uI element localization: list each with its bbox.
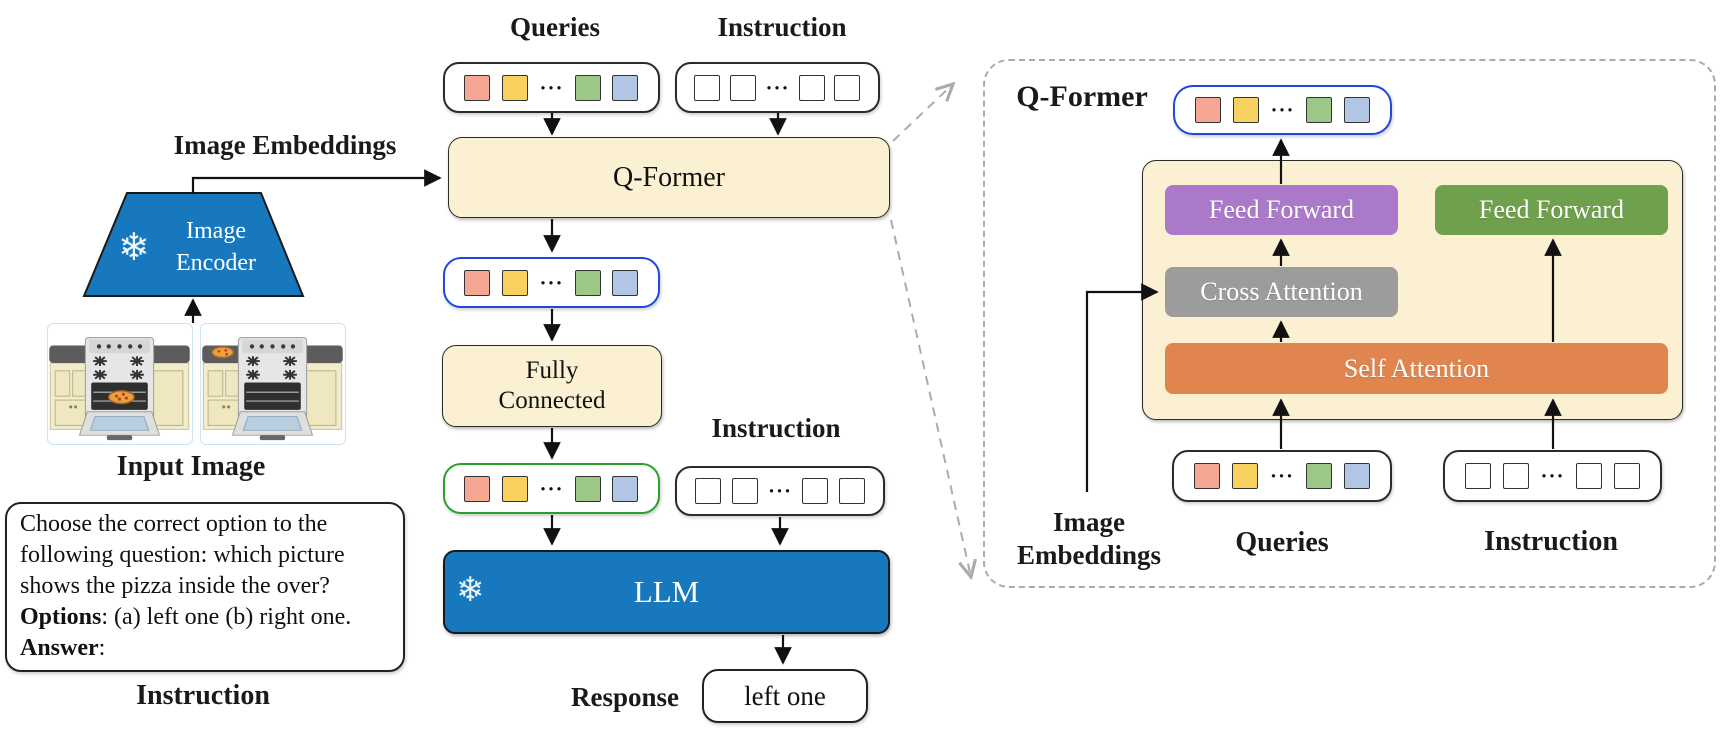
query-token — [501, 74, 528, 101]
feed-forward-left-label: Feed Forward — [1208, 195, 1355, 224]
query-token — [574, 475, 601, 502]
ellipsis: ··· — [1270, 98, 1295, 122]
cross-attention-label: Cross Attention — [1200, 277, 1363, 306]
instruction-token-box-top: ··· — [675, 62, 880, 113]
fully-connected-box: Fully Connected — [442, 345, 662, 427]
instruction-token — [1464, 463, 1491, 489]
query-token — [501, 269, 528, 296]
pizza-on-counter — [211, 346, 235, 359]
feed-forward-right-label: Feed Forward — [1478, 195, 1625, 224]
query-token — [1231, 463, 1258, 489]
qformer-box-label: Q-Former — [613, 161, 725, 193]
panel-queries-token-box: ··· — [1172, 450, 1392, 502]
instruction-bottom-label: Instruction — [136, 680, 270, 711]
instruction-token — [798, 74, 825, 101]
feed-forward-right-box: Feed Forward — [1435, 185, 1668, 235]
ellipsis: ··· — [765, 75, 790, 100]
query-token — [612, 475, 639, 502]
instruction-token — [1576, 463, 1603, 489]
qformer-panel — [983, 59, 1716, 588]
image-embeddings-label: Image Embeddings — [173, 130, 397, 160]
self-attention-box: Self Attention — [1165, 343, 1668, 394]
instruction-token — [1502, 463, 1529, 489]
self-attention-label: Self Attention — [1343, 353, 1490, 383]
instruction-token — [802, 478, 829, 504]
panel-instruction-label: Instruction — [1484, 526, 1618, 557]
query-token — [1306, 97, 1333, 123]
snowflake-icon: ❄ — [456, 572, 485, 609]
query-token — [1194, 97, 1221, 123]
instruction-token-box-mid: ··· — [675, 466, 885, 516]
fully-connected-label: Fully Connected — [498, 357, 606, 414]
instruction-top-label: Instruction — [717, 12, 847, 42]
query-token — [464, 269, 491, 296]
qformer-panel-title: Q-Former — [1016, 80, 1148, 113]
input-image-left — [47, 323, 193, 445]
qformer-box: Q-Former — [448, 137, 890, 218]
answer-label: Answer — [20, 635, 99, 661]
response-box: left one — [702, 669, 868, 723]
ellipsis: ··· — [1540, 464, 1565, 488]
oven-image-pizza-outside — [202, 337, 343, 441]
cross-attention-box: Cross Attention — [1165, 267, 1398, 317]
panel-queries-label: Queries — [1235, 527, 1329, 558]
instruction-text-box: Choose the correct option to the followi… — [5, 502, 405, 672]
query-token — [1343, 463, 1370, 489]
ellipsis: ··· — [539, 270, 564, 295]
response-label: Response — [570, 682, 679, 712]
instruction-token — [729, 74, 756, 101]
qformer-output-token-box: ··· — [1173, 85, 1392, 135]
instruction-token — [731, 478, 758, 504]
query-token — [464, 475, 491, 502]
oven-image-pizza-inside — [49, 337, 190, 441]
ellipsis: ··· — [539, 75, 564, 100]
answer-text: : — [98, 635, 106, 661]
instruction-token — [1614, 463, 1641, 489]
query-token — [464, 74, 491, 101]
query-token — [574, 269, 601, 296]
instruction-token — [838, 478, 865, 504]
llm-box: LLM — [443, 550, 890, 634]
query-token — [501, 475, 528, 502]
feed-forward-left-box: Feed Forward — [1165, 185, 1398, 235]
ellipsis: ··· — [767, 479, 792, 503]
query-token — [574, 74, 601, 101]
input-image-right — [200, 323, 346, 445]
query-token — [1232, 97, 1259, 123]
input-image-label: Input Image — [116, 451, 266, 482]
llm-label: LLM — [633, 574, 700, 609]
options-label: Options — [20, 604, 102, 630]
query-token — [1344, 97, 1371, 123]
queries-top-label: Queries — [510, 12, 600, 42]
ellipsis: ··· — [1269, 464, 1294, 488]
ellipsis: ··· — [539, 476, 564, 501]
query-token — [1193, 463, 1220, 489]
query-output-token-box: ··· — [443, 257, 660, 308]
instruction-token — [695, 478, 722, 504]
instruction-token — [834, 74, 861, 101]
image-encoder-label: Image Encoder — [176, 218, 256, 276]
instruction-mid-label: Instruction — [711, 413, 841, 443]
panel-instruction-token-box: ··· — [1443, 450, 1662, 502]
query-projected-token-box: ··· — [443, 463, 660, 514]
query-token — [612, 74, 639, 101]
instruction-token — [694, 74, 721, 101]
instruction-question: Choose the correct option to the followi… — [20, 511, 345, 599]
query-token — [612, 269, 639, 296]
snowflake-icon: ❄ — [118, 227, 150, 269]
pizza-inside-oven — [108, 390, 135, 405]
response-value: left one — [744, 680, 826, 711]
panel-image-embeddings-label: Image Embeddings — [1016, 507, 1162, 570]
options-text: : (a) left one (b) right one. — [101, 604, 352, 630]
query-token — [1305, 463, 1332, 489]
queries-token-box-top: ··· — [443, 62, 660, 113]
